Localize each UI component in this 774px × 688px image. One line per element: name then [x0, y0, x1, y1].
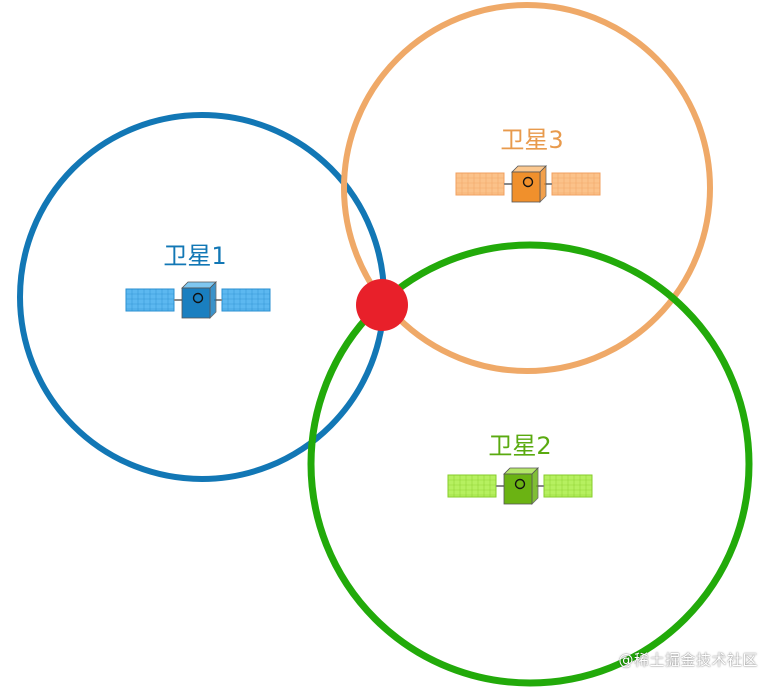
- solar-panel-right: [551, 172, 601, 196]
- satellite-1-icon: [125, 281, 271, 319]
- satellite-body-side: [531, 467, 539, 505]
- solar-panel-left: [447, 474, 497, 498]
- coverage-circle-satellite-3: [341, 2, 713, 374]
- satellite-body-side: [539, 165, 547, 203]
- coverage-circle-satellite-2: [307, 241, 753, 687]
- solar-panel-left: [125, 288, 175, 312]
- satellite-2-icon: [447, 467, 593, 505]
- satellite-lens: [514, 478, 526, 490]
- satellite-lens: [522, 176, 534, 188]
- solar-panel-left: [455, 172, 505, 196]
- satellite-body-front: [181, 287, 211, 319]
- satellite-body-front: [503, 473, 533, 505]
- satellite-body-side: [209, 281, 217, 319]
- satellite-lens: [192, 292, 204, 304]
- solar-panel-right: [543, 474, 593, 498]
- watermark-text: @稀土掘金技术社区: [618, 651, 758, 669]
- satellite-1-label: 卫星1: [163, 242, 226, 270]
- satellite-body-front: [511, 171, 541, 203]
- intersection-point: [356, 279, 408, 331]
- satellite-3-icon: [455, 165, 601, 203]
- satellite-2-label: 卫星2: [488, 432, 551, 460]
- satellite-3-label: 卫星3: [500, 126, 563, 154]
- solar-panel-right: [221, 288, 271, 312]
